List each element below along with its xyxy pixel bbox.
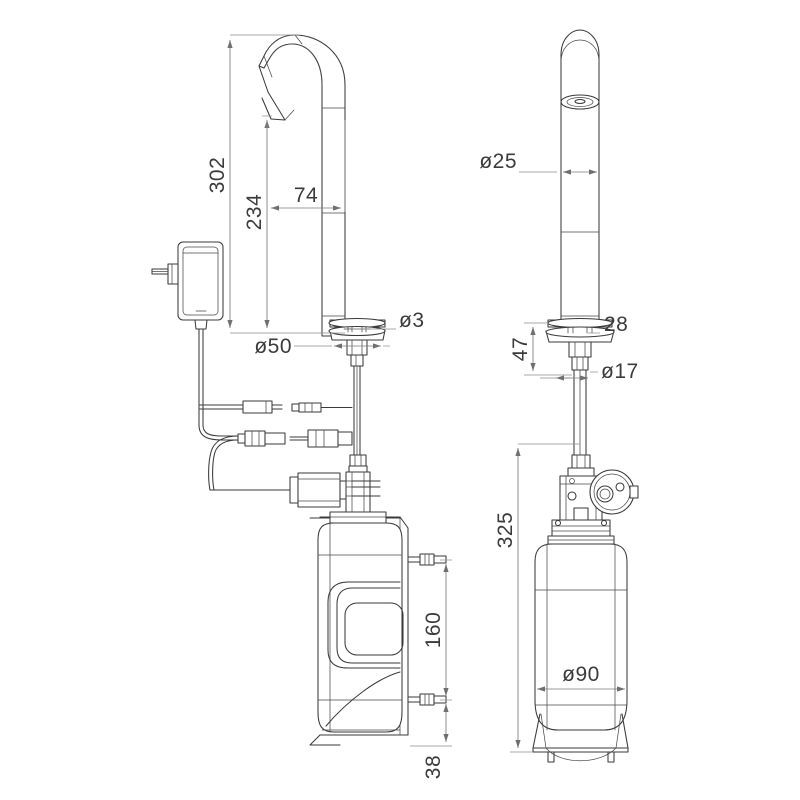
valve-stack xyxy=(345,454,381,513)
cable-connector-lower-right xyxy=(289,429,353,448)
dimension-160-label: 160 xyxy=(422,612,445,649)
dimension-28: 28 xyxy=(588,313,628,336)
left-view-side-elevation xyxy=(151,34,447,746)
power-adapter xyxy=(151,241,224,426)
dimension-302-label: 302 xyxy=(206,157,229,194)
dimension-dia3-label: ø3 xyxy=(399,309,425,332)
dimension-dia3: ø3 xyxy=(352,309,425,332)
dimension-dia25: ø25 xyxy=(479,150,597,175)
curved-spout xyxy=(258,34,346,337)
mounting-flange xyxy=(328,317,386,367)
dimension-325-label: 325 xyxy=(494,512,517,549)
dimension-74-label: 74 xyxy=(294,184,318,207)
dimension-325: 325 xyxy=(494,443,580,753)
sensor-eye xyxy=(560,94,600,110)
hose-fitting-bottom xyxy=(407,693,447,706)
faucet-column xyxy=(560,29,600,323)
dimension-dia50-label: ø50 xyxy=(254,335,292,358)
cable-connector-upper-right xyxy=(291,402,353,413)
dimension-302: 302 xyxy=(206,34,345,334)
dimension-dia50: ø50 xyxy=(254,335,390,358)
dimension-47-label: 47 xyxy=(509,337,532,361)
dimension-234-label: 234 xyxy=(243,194,266,231)
dimension-234: 234 xyxy=(243,115,272,328)
bottle-pedestal xyxy=(532,713,629,763)
cable-loop xyxy=(208,435,291,491)
dimension-dia90-label: ø90 xyxy=(562,663,600,686)
hose-fitting-top xyxy=(407,553,447,566)
dimension-dia17: ø17 xyxy=(540,360,639,383)
dimension-160: 160 xyxy=(422,559,452,701)
dimension-74: 74 xyxy=(266,120,346,212)
pump-assembly-front xyxy=(547,454,639,545)
shank-tube xyxy=(573,369,587,456)
dimension-47: 47 xyxy=(509,322,572,376)
bottle-neck xyxy=(329,511,387,524)
dimension-28-label: 28 xyxy=(604,313,628,336)
solenoid-valve xyxy=(289,472,353,508)
dimension-38: 38 xyxy=(410,704,452,779)
supply-hose xyxy=(353,365,361,456)
dimension-dia17-label: ø17 xyxy=(601,360,639,383)
right-view-front-elevation xyxy=(532,29,639,763)
mounting-flange-front xyxy=(545,317,615,371)
dimension-dia25-label: ø25 xyxy=(479,150,517,173)
cable-connector-upper xyxy=(199,400,283,414)
soap-bottle-front xyxy=(534,543,628,731)
dimension-dia90: ø90 xyxy=(537,663,625,692)
dimension-38-label: 38 xyxy=(422,755,445,779)
soap-bottle-side xyxy=(317,522,404,733)
adapter-cable xyxy=(198,424,239,441)
cable-connector-lower-left xyxy=(237,430,286,447)
